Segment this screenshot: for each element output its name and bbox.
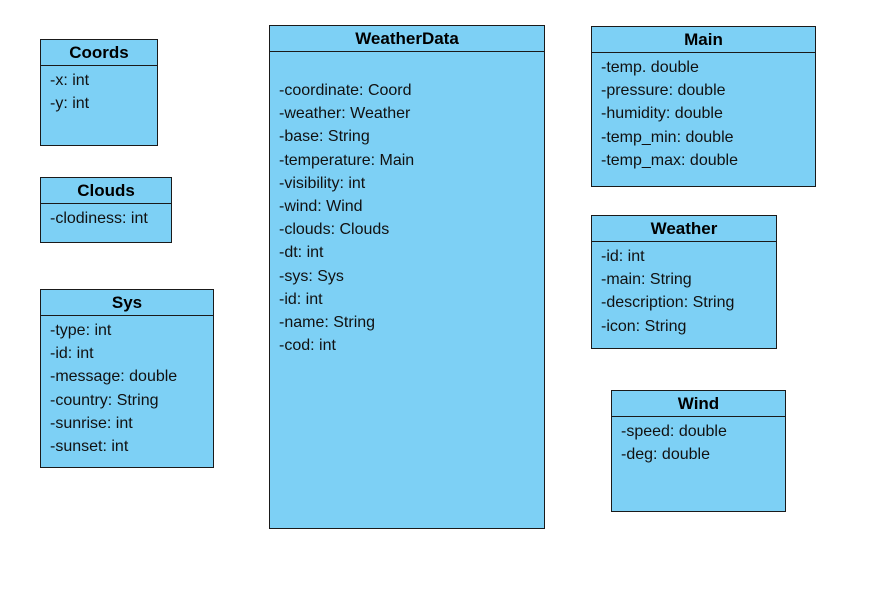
class-wind-attributes: -speed: double -deg: double bbox=[612, 417, 785, 466]
class-coords[interactable]: Coords -x: int -y: int bbox=[40, 39, 158, 146]
attribute: -id: int bbox=[279, 290, 323, 308]
attribute: -main: String bbox=[601, 271, 692, 289]
attribute: -name: String bbox=[279, 314, 376, 332]
class-coords-title: Coords bbox=[41, 40, 157, 66]
attribute: -base: String bbox=[279, 128, 370, 146]
attribute: -id: int bbox=[50, 345, 94, 363]
attribute: -deg: double bbox=[621, 446, 710, 464]
attribute: -coordinate: Coord bbox=[279, 82, 412, 99]
attribute: -temp. double bbox=[601, 59, 699, 76]
class-sys-title: Sys bbox=[41, 290, 213, 316]
class-weather-attributes: -id: int -main: String -description: Str… bbox=[592, 242, 776, 338]
class-main-title: Main bbox=[592, 27, 815, 53]
attribute: -pressure: double bbox=[601, 82, 726, 100]
attribute: -message: double bbox=[50, 368, 178, 386]
class-main-attributes: -temp. double -pressure: double -humidit… bbox=[592, 53, 815, 172]
attribute: -clodiness: int bbox=[50, 210, 148, 227]
class-sys-attributes: -type: int -id: int -message: double -co… bbox=[41, 316, 213, 458]
class-main[interactable]: Main -temp. double -pressure: double -hu… bbox=[591, 26, 816, 187]
class-clouds-title: Clouds bbox=[41, 178, 171, 204]
class-wind-title: Wind bbox=[612, 391, 785, 417]
attribute: -clouds: Clouds bbox=[279, 221, 390, 239]
attribute: -country: String bbox=[50, 391, 159, 409]
attribute: -sys: Sys bbox=[279, 267, 344, 285]
class-weatherdata[interactable]: WeatherData -coordinate: Coord -weather:… bbox=[269, 25, 545, 529]
attribute: -humidity: double bbox=[601, 105, 723, 123]
attribute: -icon: String bbox=[601, 317, 687, 335]
class-clouds-attributes: -clodiness: int bbox=[41, 204, 171, 230]
attribute: -dt: int bbox=[279, 244, 324, 262]
attribute: -temp_min: double bbox=[601, 128, 734, 146]
class-weatherdata-attributes: -coordinate: Coord -weather: Weather -ba… bbox=[270, 52, 544, 357]
attribute: -speed: double bbox=[621, 423, 727, 440]
class-wind[interactable]: Wind -speed: double -deg: double bbox=[611, 390, 786, 512]
class-weather-title: Weather bbox=[592, 216, 776, 242]
attribute: -sunrise: int bbox=[50, 414, 133, 432]
class-weatherdata-title: WeatherData bbox=[270, 26, 544, 52]
attribute: -sunset: int bbox=[50, 438, 129, 456]
attribute: -temperature: Main bbox=[279, 151, 415, 169]
attribute: -weather: Weather bbox=[279, 105, 411, 123]
attribute: -temp_max: double bbox=[601, 151, 738, 169]
class-clouds[interactable]: Clouds -clodiness: int bbox=[40, 177, 172, 243]
attribute: -cod: int bbox=[279, 337, 336, 355]
attribute: -id: int bbox=[601, 248, 645, 265]
attribute: -type: int bbox=[50, 322, 112, 339]
attribute: -description: String bbox=[601, 294, 735, 312]
attribute: -visibility: int bbox=[279, 174, 366, 192]
class-weather[interactable]: Weather -id: int -main: String -descript… bbox=[591, 215, 777, 349]
attribute: -x: int bbox=[50, 72, 90, 89]
class-sys[interactable]: Sys -type: int -id: int -message: double… bbox=[40, 289, 214, 468]
class-coords-attributes: -x: int -y: int bbox=[41, 66, 157, 115]
attribute: -y: int bbox=[50, 95, 90, 113]
attribute: -wind: Wind bbox=[279, 198, 363, 216]
